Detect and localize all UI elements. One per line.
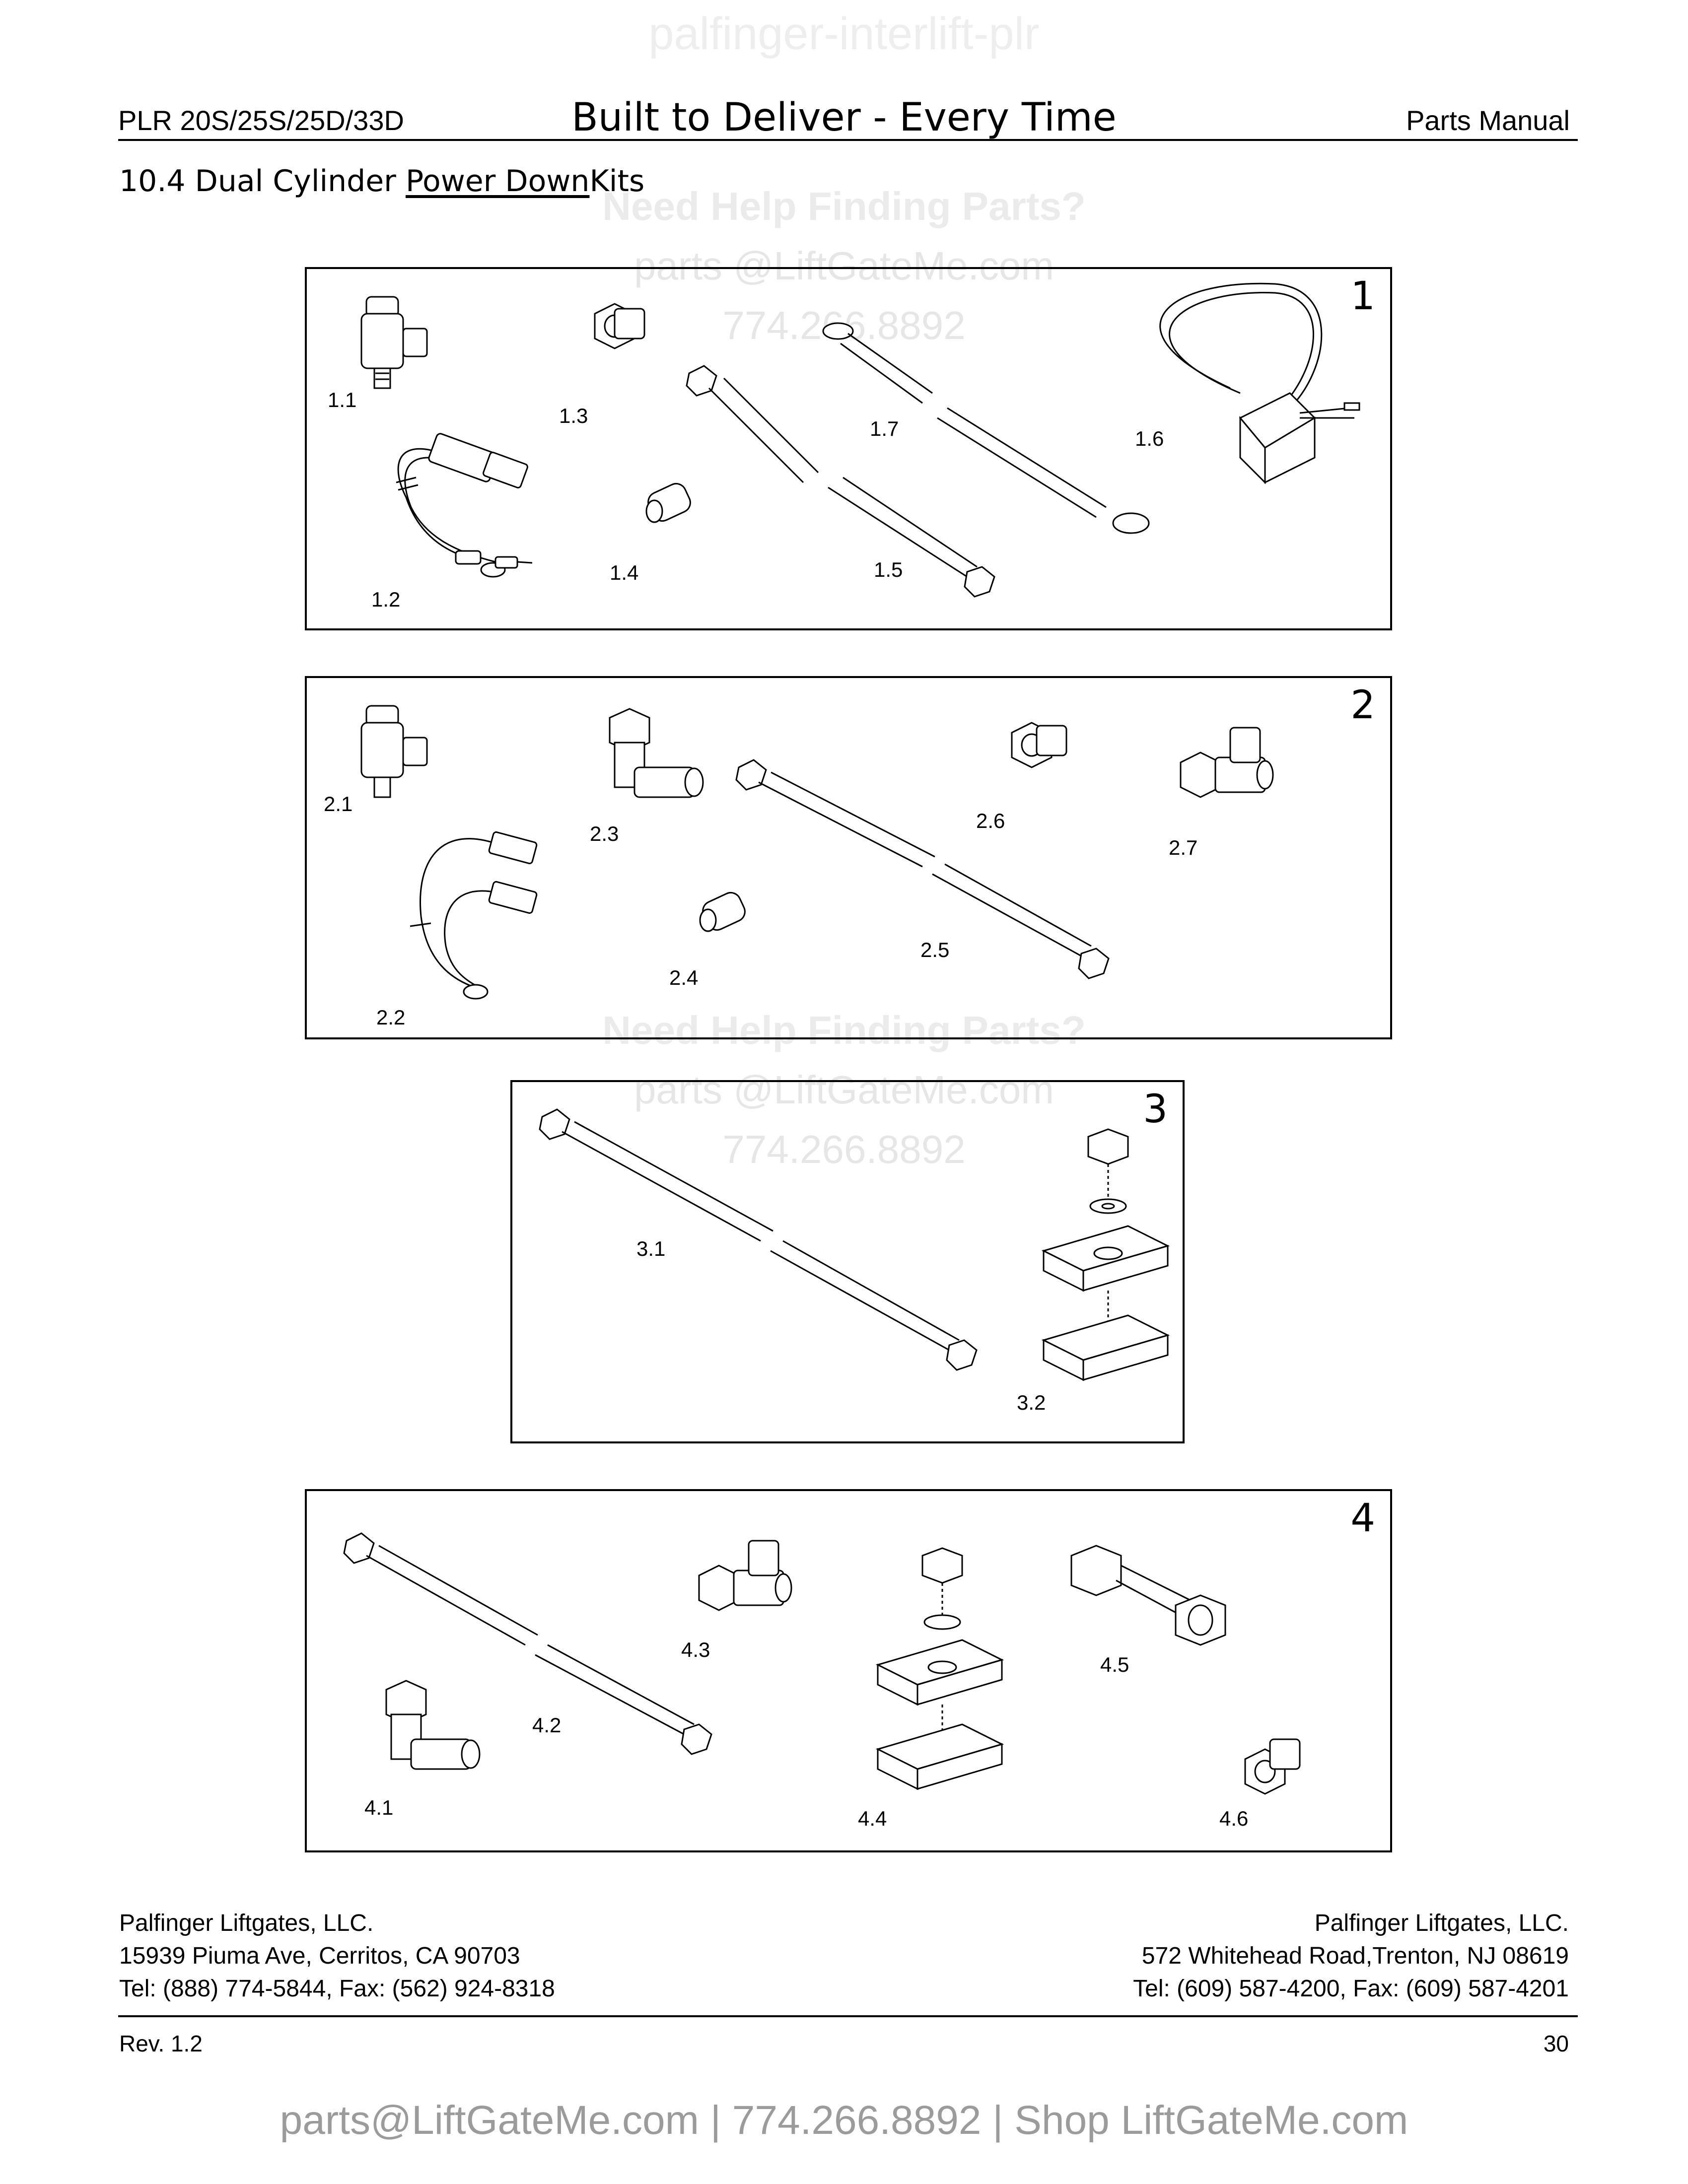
footer-east-street: 572 Whitehead Road,Trenton, NJ 08619	[1141, 1943, 1569, 1969]
footer-east-phone: Tel: (609) 587-4200, Fax: (609) 587-4201	[1133, 1976, 1569, 2002]
callout-3-2: 3.2	[1017, 1391, 1046, 1414]
section-title-underlined: Power Down	[405, 164, 590, 199]
callout-4-4: 4.4	[858, 1807, 887, 1830]
solenoid-valve-icon	[361, 297, 427, 388]
hydraulic-hose-icon	[736, 760, 1109, 978]
kit-3-drawing	[512, 1082, 1183, 1441]
footer-west-company: Palfinger Liftgates, LLC.	[119, 1910, 374, 1936]
header-rule	[118, 139, 1578, 141]
callout-2-6: 2.6	[976, 809, 1005, 832]
kit-3-number: 3	[1143, 1087, 1168, 1132]
kit-1-number: 1	[1350, 274, 1375, 319]
header-slogan: Built to Deliver - Every Time	[571, 95, 1117, 140]
footer-west-phone: Tel: (888) 774-5844, Fax: (562) 924-8318	[119, 1976, 555, 2002]
kit-2-drawing	[307, 678, 1390, 1037]
elbow-fitting-icon	[386, 1681, 480, 1769]
union-fitting-icon	[1071, 1546, 1225, 1645]
callout-1-1: 1.1	[328, 388, 357, 411]
kit-1-drawing	[307, 269, 1390, 628]
footer-east-address: Palfinger Liftgates, LLC. 572 Whitehead …	[1133, 1907, 1569, 2005]
wire-harness-icon	[396, 433, 532, 577]
callout-2-5: 2.5	[920, 938, 950, 961]
footer-west-street: 15939 Piuma Ave, Cerritos, CA 90703	[119, 1943, 520, 1969]
kit-4-number: 4	[1350, 1496, 1375, 1541]
orifice-fitting-icon	[645, 480, 694, 524]
elbow-fitting-icon	[610, 709, 703, 797]
kit-3-panel: 3 3.1 3.2	[510, 1080, 1185, 1443]
watermark-email-2: parts @LiftGateMe.com	[634, 1068, 1054, 1112]
revision-label: Rev. 1.2	[119, 2031, 203, 2056]
callout-4-1: 4.1	[364, 1796, 394, 1819]
kit-2-number: 2	[1350, 683, 1375, 728]
section-title: 10.4 Dual Cylinder Power DownKits	[119, 164, 644, 199]
kit-2-panel: 2 2.1 2.2 2.3 2.4 2.5 2.6 2.7	[305, 676, 1392, 1039]
callout-1-3: 1.3	[559, 404, 588, 427]
section-title-post: Kits	[589, 164, 645, 199]
callout-4-5: 4.5	[1100, 1653, 1129, 1676]
hydraulic-hose-icon	[344, 1533, 711, 1754]
callout-4-3: 4.3	[681, 1638, 710, 1661]
contact-line: parts@LiftGateMe.com | 774.266.8892 | Sh…	[280, 2098, 1408, 2143]
dual-wire-harness-icon	[410, 831, 537, 999]
watermark-top: palfinger-interlift-plr	[648, 8, 1040, 59]
hose-clamp-icon	[1044, 1129, 1168, 1380]
tee-fitting-icon	[1181, 728, 1273, 797]
section-title-pre: Dual Cylinder	[195, 164, 396, 199]
footer-west-address: Palfinger Liftgates, LLC. 15939 Piuma Av…	[119, 1907, 555, 2005]
kit-1-panel: 1 1.1 1.2 1.3 1.4 1.5 1.6 1.7	[305, 267, 1392, 630]
callout-4-6: 4.6	[1219, 1807, 1249, 1830]
solenoid-valve-icon	[361, 706, 427, 797]
tee-fitting-icon	[699, 1541, 791, 1610]
callout-1-7: 1.7	[870, 417, 899, 440]
hex-nut-icon	[595, 304, 644, 348]
callout-2-4: 2.4	[669, 966, 699, 989]
callout-1-4: 1.4	[610, 561, 639, 584]
callout-1-6: 1.6	[1135, 427, 1164, 450]
watermark-phone-2: 774.266.8892	[722, 1127, 966, 1171]
callout-3-1: 3.1	[636, 1237, 666, 1260]
callout-4-2: 4.2	[532, 1713, 562, 1737]
page-number: 30	[1543, 2031, 1569, 2056]
footer-rule	[118, 2015, 1578, 2017]
callout-1-5: 1.5	[874, 558, 903, 581]
header-model: PLR 20S/25S/25D/33D	[118, 105, 404, 136]
watermark-email: parts @LiftGateMe.com	[634, 244, 1054, 288]
callout-2-2: 2.2	[376, 1006, 406, 1029]
hydraulic-hose-icon	[687, 366, 994, 597]
kit-4-drawing	[307, 1491, 1390, 1850]
hex-nut-icon	[1245, 1739, 1300, 1794]
kit-4-panel: 4 4.1 4.2 4.3 4.4 4.5 4.6	[305, 1489, 1392, 1852]
watermark-help-2: Need Help Finding Parts?	[602, 1008, 1086, 1052]
watermark-help: Need Help Finding Parts?	[602, 184, 1086, 228]
orifice-fitting-icon	[700, 889, 748, 933]
hose-clamp-icon	[878, 1548, 1002, 1789]
section-number: 10.4	[119, 164, 186, 199]
power-cable-icon	[1160, 283, 1359, 482]
hydraulic-hose-icon	[540, 1109, 977, 1370]
header-manual: Parts Manual	[1406, 105, 1570, 136]
callout-1-2: 1.2	[371, 588, 401, 611]
callout-2-7: 2.7	[1169, 836, 1198, 859]
battery-cable-icon	[823, 323, 1149, 533]
hex-nut-icon	[1012, 723, 1066, 767]
callout-2-3: 2.3	[590, 822, 619, 845]
callout-2-1: 2.1	[324, 792, 353, 816]
footer-east-company: Palfinger Liftgates, LLC.	[1314, 1910, 1569, 1936]
